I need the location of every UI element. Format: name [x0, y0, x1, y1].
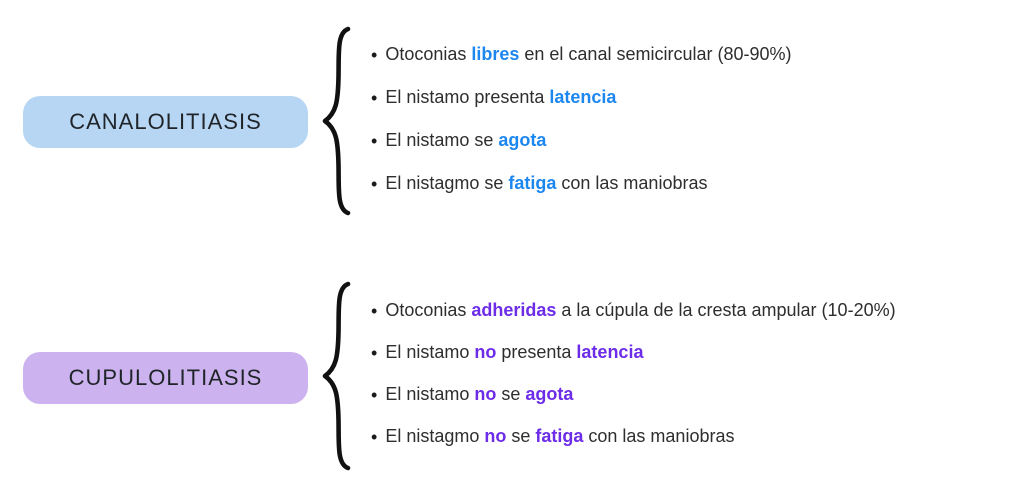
plain-text: El nistamo — [385, 342, 475, 363]
bullet-item: • Otoconias libres en el canal semicircul… — [371, 33, 792, 76]
bullet-item: • El nistamo no presenta latencia — [371, 332, 896, 374]
plain-text: El nistamo presenta — [385, 86, 550, 107]
highlight-term: adheridas — [471, 300, 557, 321]
bullet-item: • El nistamo no se agota — [371, 374, 896, 416]
bullet-text: El nistamo no presenta latencia — [385, 342, 643, 364]
plain-text: se — [506, 426, 536, 447]
highlight-term: latencia — [549, 86, 617, 107]
plain-text: con las maniobras — [583, 426, 735, 447]
bullet-text: El nistagmo no se fatiga con las maniobr… — [385, 426, 734, 448]
highlight-term: latencia — [576, 342, 644, 363]
plain-text: El nistagmo — [385, 426, 485, 447]
bullet-text: El nistamo presenta latencia — [385, 87, 616, 109]
plain-text: Otoconias — [385, 300, 472, 321]
plain-text: presenta — [496, 342, 577, 363]
plain-text: con las maniobras — [556, 172, 708, 193]
plain-text: El nistagmo se — [385, 172, 509, 193]
plain-text: en el canal semicircular (80-90%) — [519, 43, 792, 64]
highlight-term: fatiga — [508, 172, 557, 193]
plain-text: a la cúpula de la cresta ampular (10-20%… — [556, 300, 896, 321]
bullet-dot-icon: • — [371, 427, 378, 447]
highlight-term: agota — [525, 384, 574, 405]
canalolitiasis-label-box: CANALOLITIASIS — [23, 96, 308, 148]
highlight-term: libres — [471, 43, 520, 64]
curly-brace-path — [322, 26, 351, 216]
plain-text: se — [496, 384, 526, 405]
bullet-dot-icon: • — [371, 385, 378, 405]
highlight-term: no — [474, 342, 497, 363]
cupulolitiasis-label-box: CUPULOLITIASIS — [23, 352, 308, 404]
bullet-item: • El nistamo presenta latencia — [371, 76, 792, 119]
bullet-list-cupulolitiasis: • Otoconias adheridas a la cúpula de la c… — [371, 290, 896, 458]
bullet-list-canalolitiasis: • Otoconias libres en el canal semicircul… — [371, 33, 792, 205]
bullet-dot-icon: • — [371, 343, 378, 363]
bullet-item: • Otoconias adheridas a la cúpula de la c… — [371, 290, 896, 332]
bullet-item: • El nistamo se agota — [371, 119, 792, 162]
bullet-text: El nistagmo se fatiga con las maniobras — [385, 173, 707, 195]
bullet-item: • El nistagmo no se fatiga con las maniob… — [371, 416, 896, 458]
bullet-dot-icon: • — [371, 44, 378, 65]
bullet-text: El nistamo se agota — [385, 130, 546, 152]
highlight-term: no — [484, 426, 507, 447]
bullet-item: • El nistagmo se fatiga con las maniobras — [371, 162, 792, 205]
curly-brace-icon — [322, 26, 351, 216]
bullet-text: Otoconias adheridas a la cúpula de la cr… — [385, 300, 895, 322]
section-title-cupulolitiasis: CUPULOLITIASIS — [68, 365, 263, 390]
bullet-text: El nistamo no se agota — [385, 384, 573, 406]
bullet-dot-icon: • — [371, 173, 378, 194]
curly-brace-path — [322, 281, 351, 471]
bullet-dot-icon: • — [371, 87, 378, 108]
bullet-text: Otoconias libres en el canal semicircula… — [385, 44, 791, 66]
bullet-dot-icon: • — [371, 130, 378, 151]
curly-brace-icon — [322, 281, 351, 471]
highlight-term: agota — [498, 129, 547, 150]
plain-text: Otoconias — [385, 43, 472, 64]
plain-text: El nistamo — [385, 384, 475, 405]
highlight-term: no — [474, 384, 497, 405]
bullet-dot-icon: • — [371, 301, 378, 321]
highlight-term: fatiga — [535, 426, 584, 447]
plain-text: El nistamo se — [385, 129, 499, 150]
section-title-canalolitiasis: CANALOLITIASIS — [69, 109, 262, 134]
